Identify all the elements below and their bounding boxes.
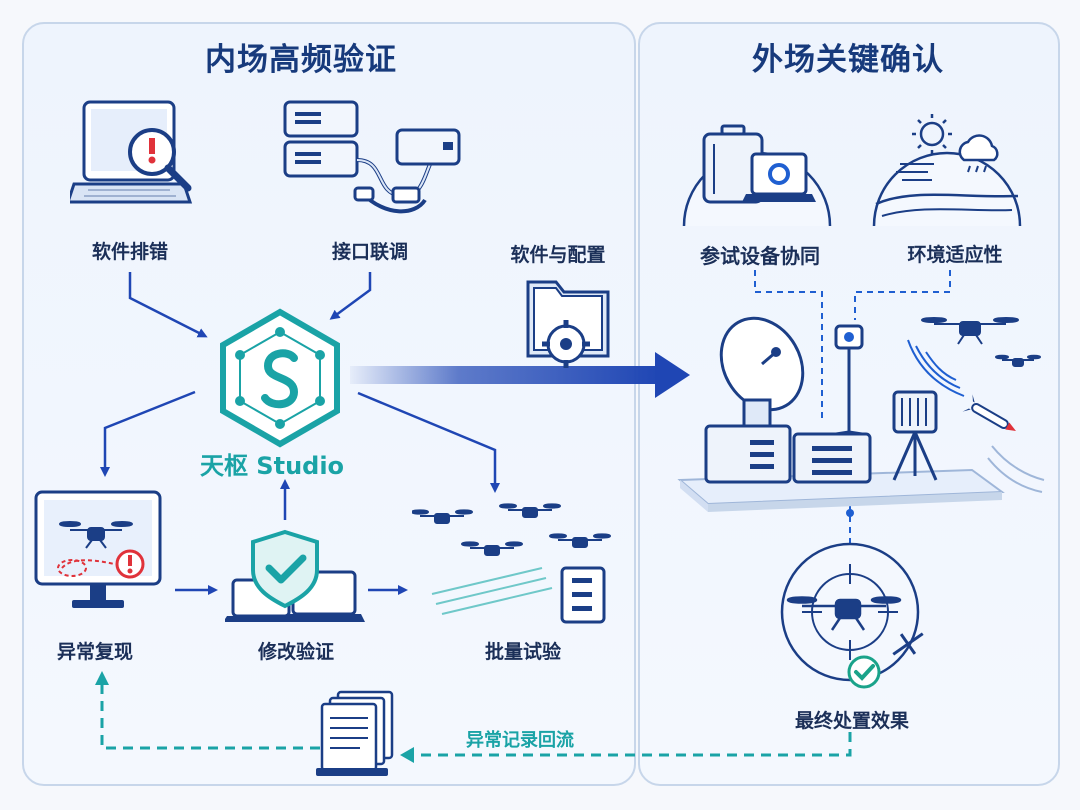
node-label-final-effect: 最终处置效果 <box>794 710 910 732</box>
folder-gear-icon <box>526 280 610 368</box>
node-label-env-adapt: 环境适应性 <box>907 244 1003 266</box>
inner-section-title: 内场高频验证 <box>205 42 397 78</box>
flow-label-anomaly-return: 异常记录回流 <box>466 730 574 751</box>
return-arrowhead <box>400 747 414 763</box>
weather-icon <box>872 114 1022 227</box>
shield-check-laptop-icon <box>225 529 365 622</box>
node-label-modify-verify: 修改验证 <box>257 641 335 663</box>
server-cable-icon <box>283 100 461 214</box>
document-stack-icon <box>316 690 394 776</box>
node-label-batch-test: 批量试验 <box>484 641 562 663</box>
monitor-drone-alert-icon <box>34 490 162 608</box>
dashed-env-to-platform <box>854 270 951 320</box>
case-laptop-icon <box>682 124 832 227</box>
hexagon-s-logo-icon <box>220 308 340 448</box>
arrow-debug-to-studio <box>128 272 208 338</box>
radar-platform-icon <box>677 316 1045 512</box>
node-label-studio: 天枢 Studio <box>199 452 345 480</box>
arrow-inner-to-outer <box>350 352 690 398</box>
drone-swarm-server-icon <box>412 503 611 624</box>
node-label-interface-joint: 接口联调 <box>331 241 409 263</box>
anomaly-return-flow <box>95 671 852 757</box>
junction-dot <box>846 509 854 517</box>
node-label-equipment-coop: 参试设备协同 <box>700 244 820 268</box>
laptop-magnifier-icon <box>70 100 193 204</box>
node-label-software-debug: 软件排错 <box>91 241 169 263</box>
node-label-anomaly-reproduce: 异常复现 <box>56 641 134 663</box>
arrow-studio-to-batch <box>357 391 500 493</box>
dashed-equipment-to-platform <box>754 270 823 420</box>
arrow-joint-to-studio <box>329 272 372 320</box>
outer-section-title: 外场关键确认 <box>752 42 944 78</box>
target-drone-icon <box>780 542 924 689</box>
node-label-software-config: 软件与配置 <box>510 244 606 266</box>
arrow-studio-to-reproduce <box>100 390 196 477</box>
